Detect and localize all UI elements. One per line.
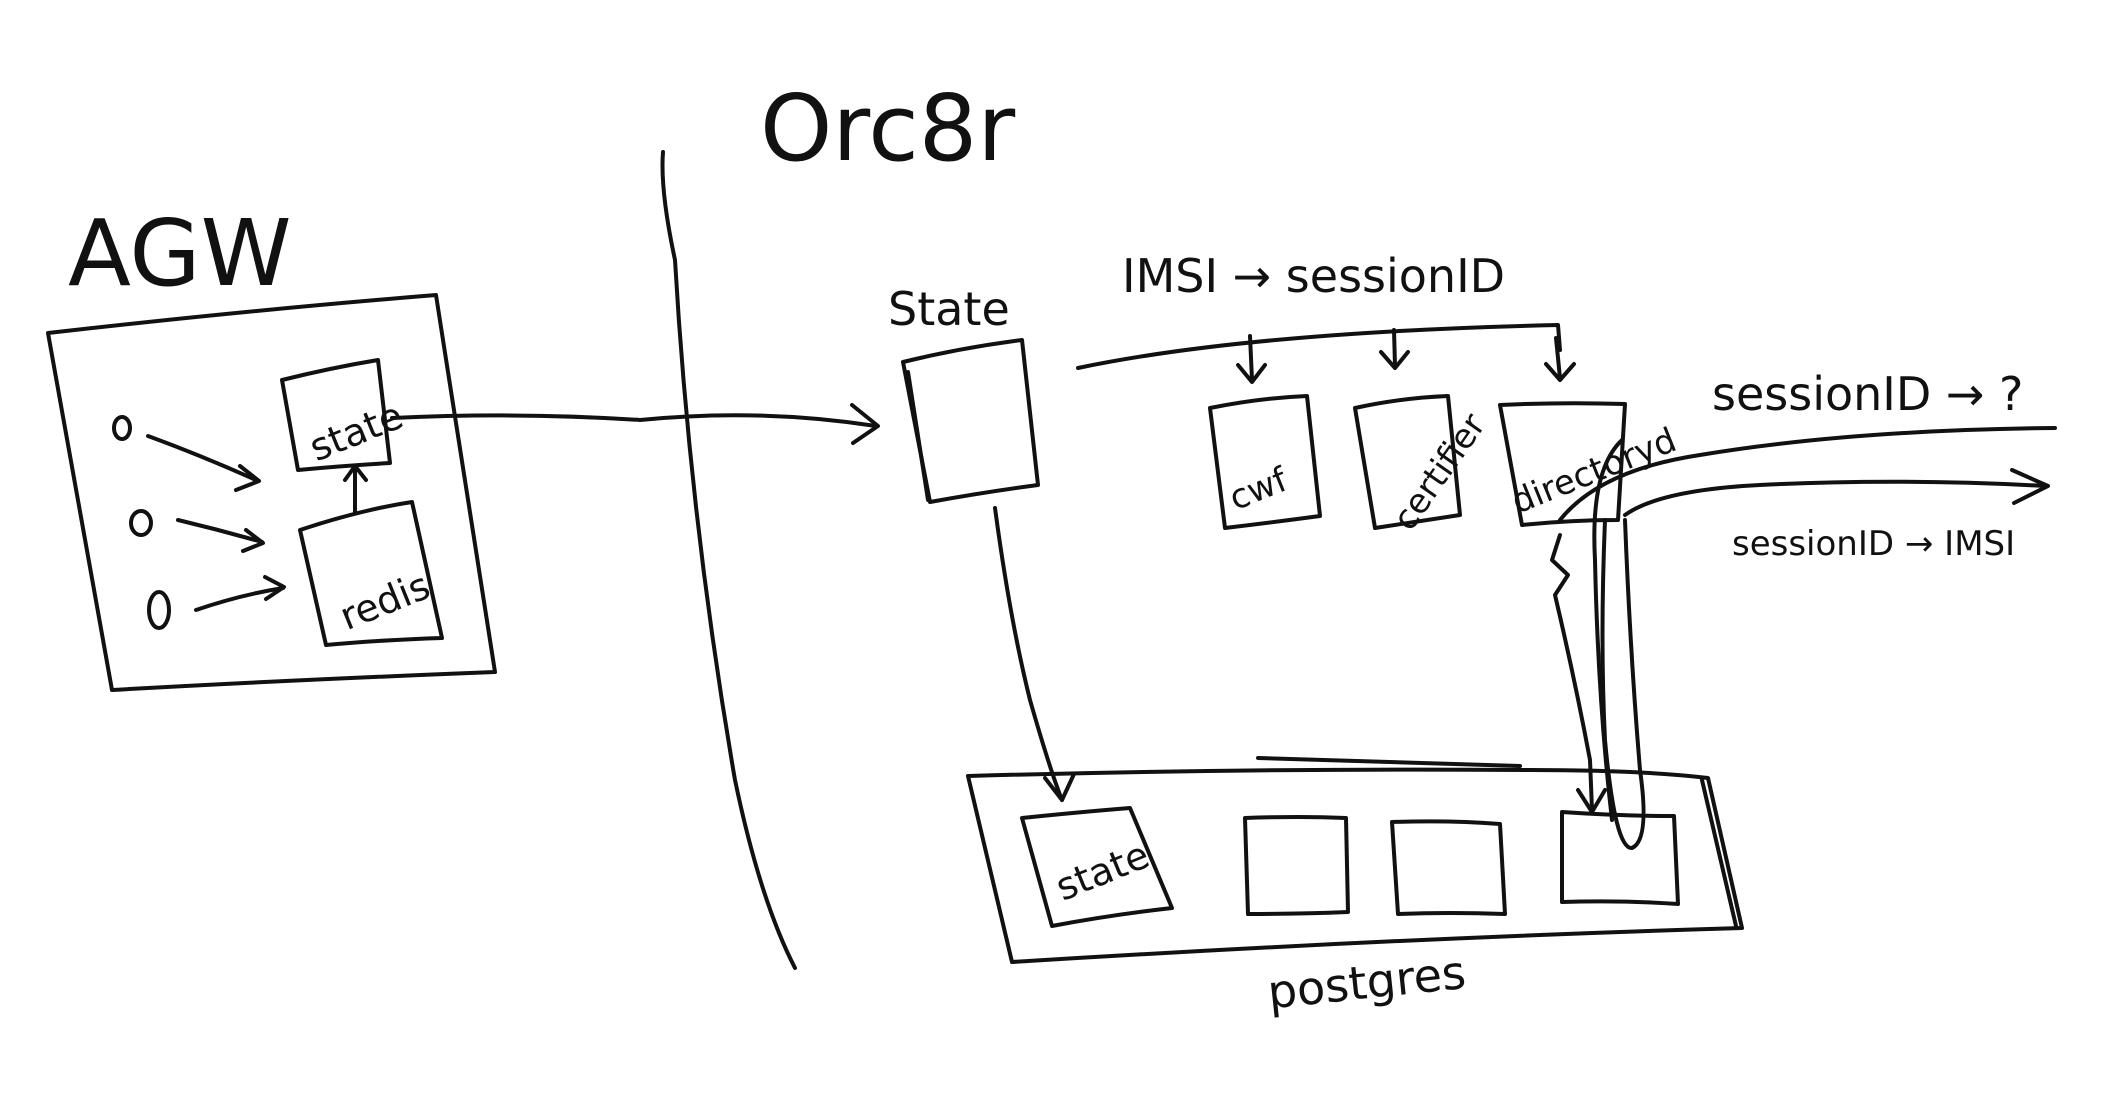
imsi-to-sessionid-label: IMSI → sessionID (1122, 249, 1505, 303)
sessionid-imsi-label: sessionID → IMSI (1732, 524, 2015, 564)
directoryd-loop-inner (1600, 518, 1646, 850)
ue-arrow-3 (194, 575, 286, 612)
agw-state-label: state (303, 393, 409, 470)
ue-arrow-2 (176, 518, 265, 553)
postgres-table-box-4 (1560, 810, 1680, 906)
directoryd-loop-side (1592, 438, 1624, 822)
agw-title: AGW (68, 200, 292, 307)
service-label-cwf: cwf (1224, 460, 1294, 519)
ue-node-1 (112, 415, 132, 441)
orc8r-state-box-edge (906, 370, 930, 502)
postgres-container (966, 767, 1744, 964)
ue-node-2 (129, 509, 153, 537)
postgres-container-edge (1700, 778, 1738, 928)
section-divider (660, 150, 797, 970)
postgres-state-label: state (1050, 833, 1156, 910)
agw-state-box (280, 358, 392, 472)
agw-redis-label: redis (334, 563, 436, 639)
state-to-postgres-arrow (993, 506, 1076, 802)
bracket-arrow-certifier (1379, 328, 1410, 370)
redis-to-state-arrow (343, 464, 368, 514)
service-box-directoryd (1498, 401, 1627, 527)
postgres-table-box-3 (1390, 819, 1507, 916)
imsi-mapping-line (1076, 323, 1562, 370)
postgres-label: postgres (1265, 945, 1468, 1019)
bracket-arrow-directoryd (1544, 336, 1576, 382)
orc8r-state-box (901, 338, 1040, 504)
sessionid-imsi-arrow (1623, 468, 2050, 517)
orc8r-title: Orc8r (760, 75, 1015, 182)
postgres-container-top (1256, 756, 1522, 768)
service-box-cwf (1208, 394, 1322, 530)
agw-container (46, 293, 497, 692)
agw-to-orc8r-arrow (390, 403, 880, 445)
ue-arrow-1 (146, 434, 261, 492)
agw-redis-box (298, 500, 444, 647)
bracket-arrow-cwf (1236, 334, 1267, 384)
postgres-state-box (1020, 806, 1174, 928)
ue-node-3 (147, 590, 171, 630)
postgres-table-box-2 (1243, 815, 1350, 916)
orc8r-state-title: State (888, 282, 1010, 336)
sessionid-query-label: sessionID → ? (1712, 367, 2023, 421)
service-box-certifier (1353, 394, 1462, 530)
